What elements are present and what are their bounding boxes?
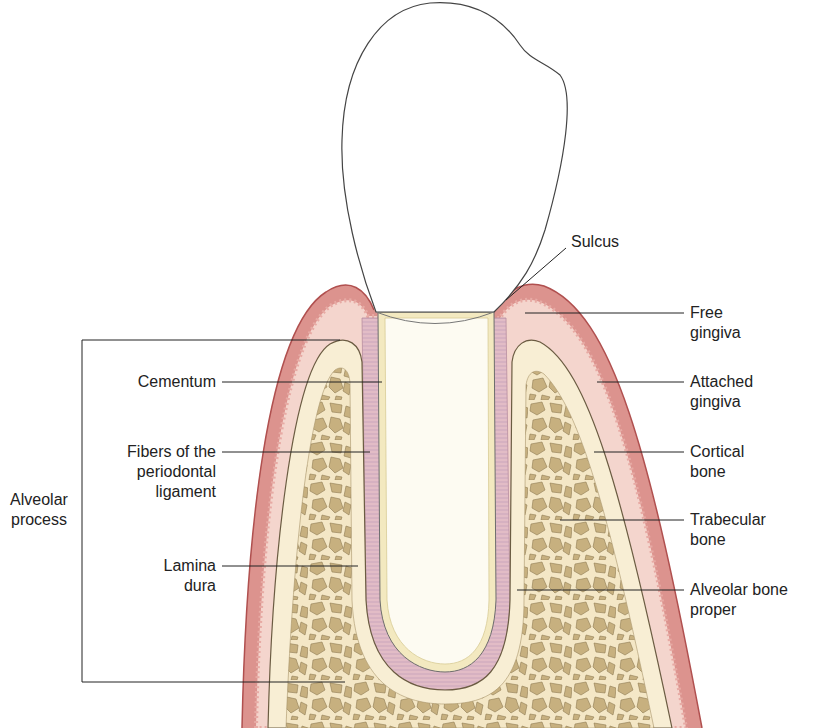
root-dentin [385,318,489,664]
leader-line [506,248,566,300]
part-label: Fibers of the periodontal ligament [124,442,216,502]
leader-line [222,452,370,453]
leader-line [594,452,684,453]
leader-line [560,520,684,521]
leader-line [525,313,684,314]
part-label: Alveolar bone proper [690,580,795,620]
leader-line [222,382,382,383]
part-label: Trabecular bone [690,510,772,550]
part-label: Sulcus [571,232,661,252]
leader-line [597,382,684,383]
root-cementum [378,312,496,672]
part-label: Alveolar process [2,490,76,530]
gingiva-outer [242,284,702,728]
part-label: Cortical bone [690,442,772,482]
gingiva-inner [256,300,686,728]
part-label: Cementum [116,372,216,392]
leader-line [517,590,684,591]
tooth-crown [342,3,567,312]
part-label: Attached gingiva [690,372,772,412]
part-label: Free gingiva [690,303,772,343]
leader-line [222,566,358,567]
bracket [82,340,345,682]
cementoenamel-junction [376,312,494,324]
part-label: Lamina dura [158,556,216,596]
gingiva-outline [242,284,702,728]
